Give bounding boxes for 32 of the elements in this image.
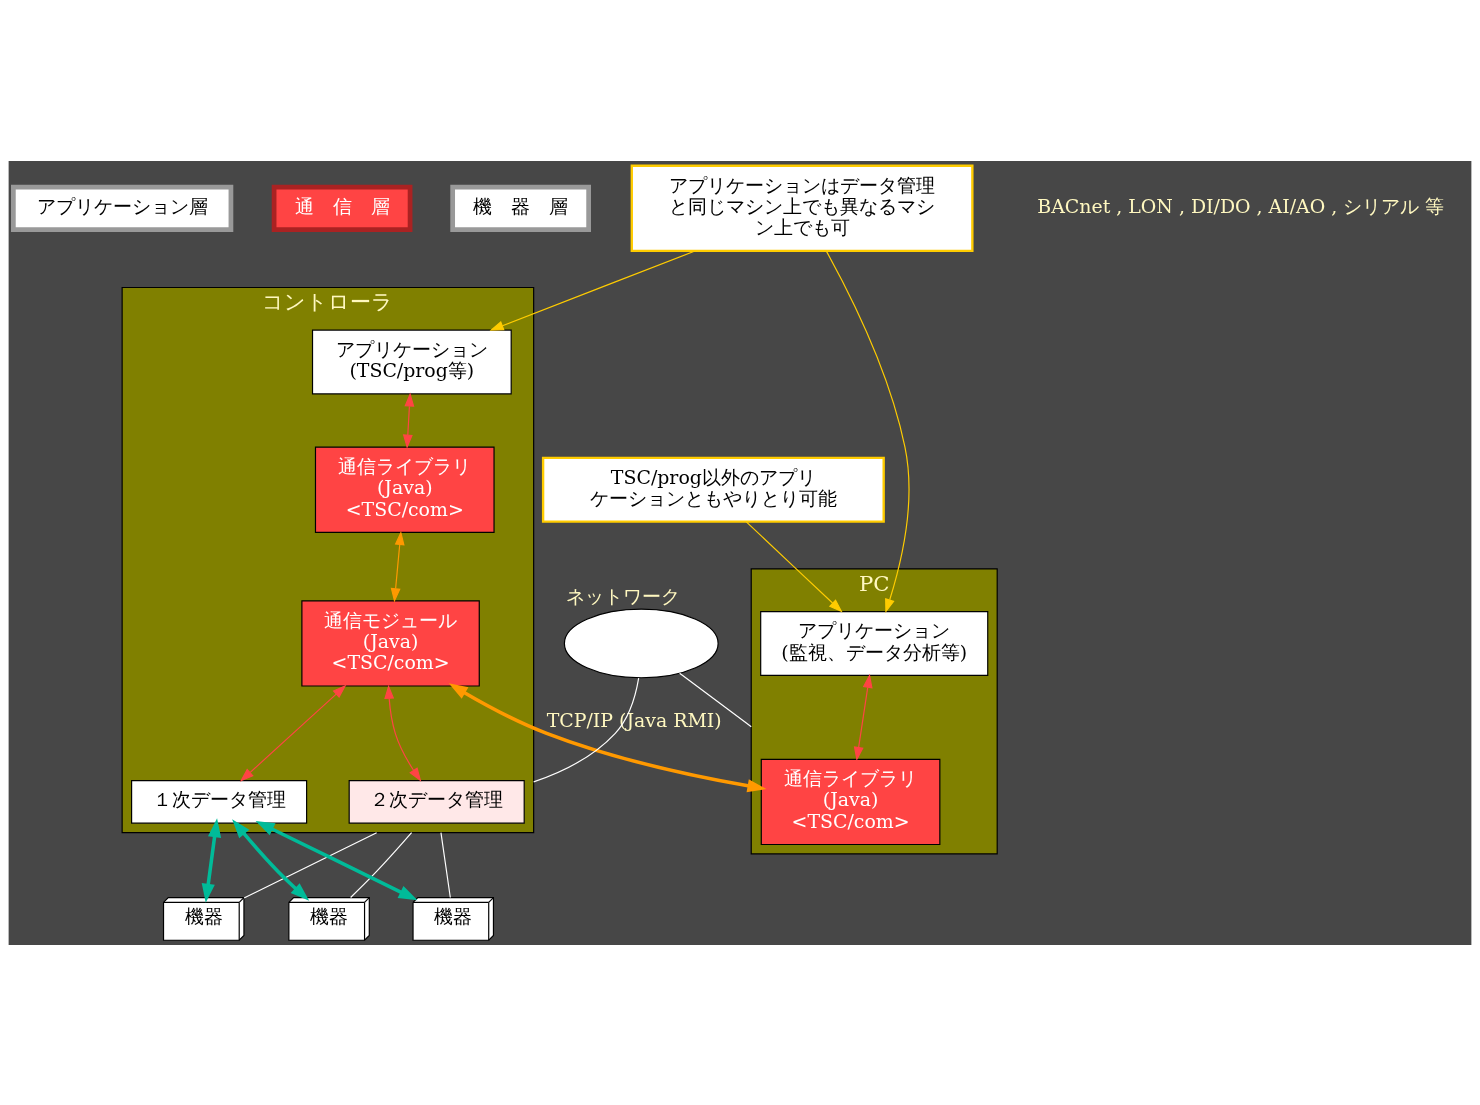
node-box: アプリケーション (TSC/prog等) [311, 329, 512, 395]
arrow [239, 684, 347, 782]
node-box: 機 器 層 [450, 184, 591, 232]
node-box: TSC/prog以外のアプリケーションともやりとり可能 [541, 456, 885, 523]
arrow [825, 250, 910, 613]
arrow [402, 391, 415, 449]
connector [679, 672, 752, 727]
node-box: 通 信 層 [271, 184, 413, 232]
label: BACnet , LON , DI/DO , AI/AO , シリアル 等 [1037, 194, 1445, 217]
arrow [384, 684, 422, 782]
arrow [390, 530, 405, 602]
node-box: 通信ライブラリ (Java) <TSC/com> [314, 446, 495, 533]
arrow [201, 817, 222, 903]
node-ellipse [563, 608, 719, 678]
node-box: １次データ管理 [131, 779, 308, 824]
connector [533, 677, 640, 782]
connector [243, 831, 378, 899]
node-box: 通信モジュール (Java) <TSC/com> [301, 599, 480, 687]
arrow [448, 682, 767, 792]
connector [350, 831, 413, 898]
arrow [232, 818, 310, 901]
node-box: アプリケーション (監視、データ分析等) [760, 610, 989, 676]
node-label: ネットワーク [565, 584, 680, 607]
node-box: アプリケーションはデータ管理と同じマシン上でも異なるマシン上でも可 [630, 164, 974, 252]
connector [440, 831, 451, 898]
node-box: ２次データ管理 [348, 779, 525, 824]
arrow [853, 673, 873, 761]
arrow [489, 249, 696, 331]
node-box: 通信ライブラリ (Java) <TSC/com> [760, 758, 941, 845]
arrow [255, 820, 418, 900]
arrow [745, 520, 843, 613]
node-box: アプリケーション層 [11, 184, 234, 232]
